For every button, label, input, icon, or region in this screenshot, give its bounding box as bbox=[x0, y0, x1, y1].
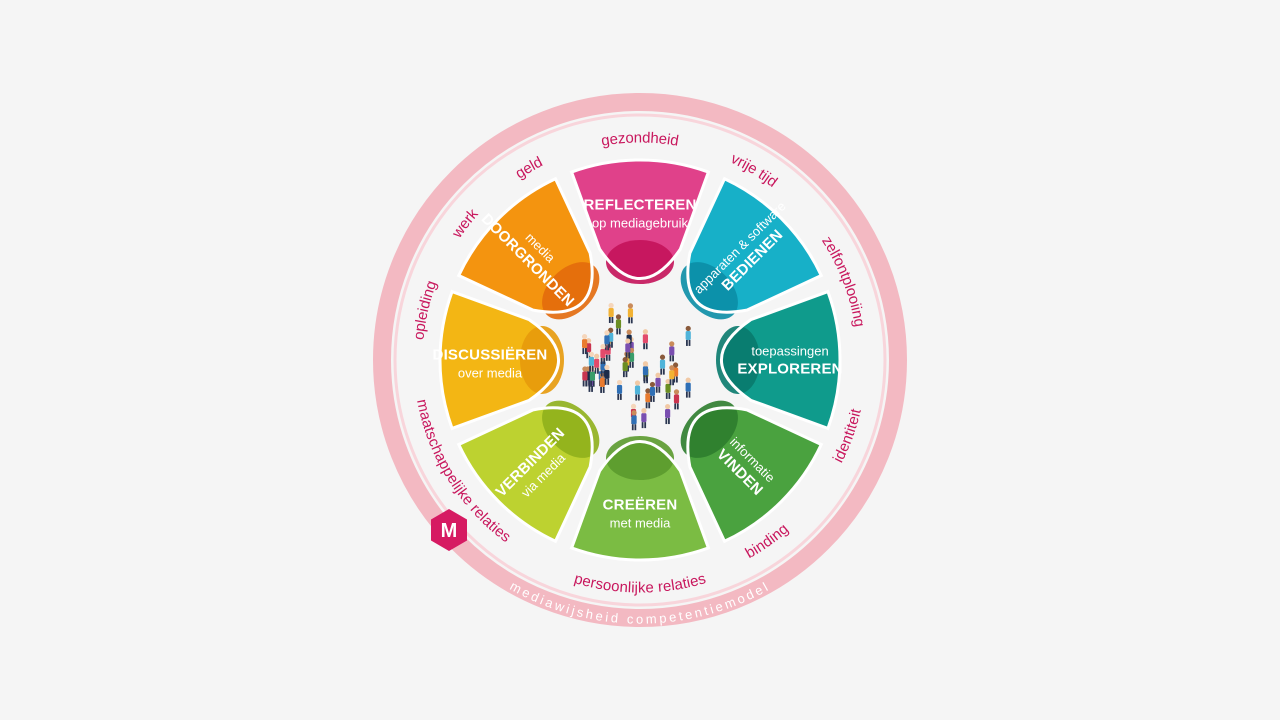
person-figure bbox=[669, 365, 675, 386]
person-figure bbox=[600, 343, 606, 365]
segment-shape bbox=[439, 291, 559, 429]
segment-border bbox=[569, 158, 711, 281]
person-figure bbox=[685, 325, 691, 346]
segment-border bbox=[456, 176, 594, 314]
person-figure bbox=[581, 333, 588, 355]
segment-title: DISCUSSIËREN bbox=[433, 347, 548, 364]
segment-inner-cup bbox=[680, 262, 738, 320]
person-figure bbox=[616, 379, 623, 400]
person-figure bbox=[645, 388, 651, 409]
inner-ring-band bbox=[393, 113, 887, 607]
person-figure bbox=[642, 361, 649, 382]
segment-exploreren: EXPLOREREN toepassingen bbox=[716, 289, 842, 431]
people-crowd-illustration bbox=[581, 302, 691, 431]
person-figure bbox=[589, 366, 596, 387]
person-figure bbox=[625, 338, 631, 359]
segment-text: EXPLOREREN toepassingen bbox=[737, 344, 842, 378]
person-figure bbox=[665, 403, 671, 425]
life-domain-gezondheid: gezondheid bbox=[600, 129, 680, 149]
segment-subtitle: op mediagebruik bbox=[592, 216, 689, 231]
person-figure bbox=[631, 410, 637, 431]
segment-text: DISCUSSIËREN over media bbox=[433, 347, 548, 381]
segment-border bbox=[438, 289, 561, 431]
segment-border bbox=[686, 176, 824, 314]
logo-hexagon bbox=[431, 509, 467, 551]
logo-letter: M bbox=[441, 520, 458, 542]
segment-border bbox=[456, 406, 594, 544]
segment-border bbox=[686, 406, 824, 544]
person-figure bbox=[588, 351, 594, 372]
person-figure bbox=[608, 302, 614, 323]
segment-border bbox=[719, 289, 842, 431]
person-figure bbox=[604, 364, 610, 385]
segment-inner-cup bbox=[680, 400, 738, 458]
segment-shape bbox=[571, 160, 709, 279]
person-figure bbox=[642, 329, 649, 350]
segment-inner-cup bbox=[542, 262, 600, 320]
segment-title: EXPLOREREN bbox=[737, 361, 842, 378]
segment-title: CREËREN bbox=[603, 497, 678, 514]
person-figure bbox=[615, 314, 622, 335]
person-figure bbox=[659, 354, 666, 375]
person-figure bbox=[685, 377, 691, 398]
person-figure bbox=[634, 380, 641, 401]
segment-subtitle: met media bbox=[610, 516, 671, 531]
segment-reflecteren: REFLECTEREN op mediagebruik bbox=[569, 158, 711, 284]
person-figure bbox=[673, 389, 680, 410]
competence-segments: REFLECTEREN op mediagebruikBEDIENENappara… bbox=[433, 158, 842, 562]
life-domain-label: gezondheid bbox=[600, 129, 680, 149]
person-figure bbox=[594, 353, 600, 374]
segment-shape bbox=[721, 291, 840, 429]
person-figure bbox=[622, 357, 628, 378]
segment-text: REFLECTEREN op mediagebruik bbox=[583, 197, 696, 231]
segment-subtitle: toepassingen bbox=[751, 344, 828, 359]
person-figure bbox=[641, 408, 647, 429]
person-figure bbox=[604, 330, 610, 351]
segment-title: REFLECTEREN bbox=[583, 197, 696, 214]
segment-subtitle: over media bbox=[458, 366, 523, 381]
segment-shape bbox=[571, 441, 709, 560]
person-figure bbox=[669, 341, 675, 362]
outer-ring bbox=[373, 93, 907, 627]
segment-creeren: CREËREN met media bbox=[569, 436, 711, 562]
mediawijsheid-logo: M bbox=[431, 509, 467, 551]
person-figure bbox=[649, 381, 656, 402]
segment-text: CREËREN met media bbox=[603, 497, 678, 531]
person-figure bbox=[582, 366, 588, 387]
segment-inner-cup bbox=[542, 400, 600, 458]
person-figure bbox=[665, 378, 671, 399]
person-figure bbox=[655, 372, 661, 393]
segment-discussieren: DISCUSSIËREN over media bbox=[433, 289, 564, 431]
person-figure bbox=[627, 303, 634, 324]
segment-border bbox=[569, 439, 711, 562]
